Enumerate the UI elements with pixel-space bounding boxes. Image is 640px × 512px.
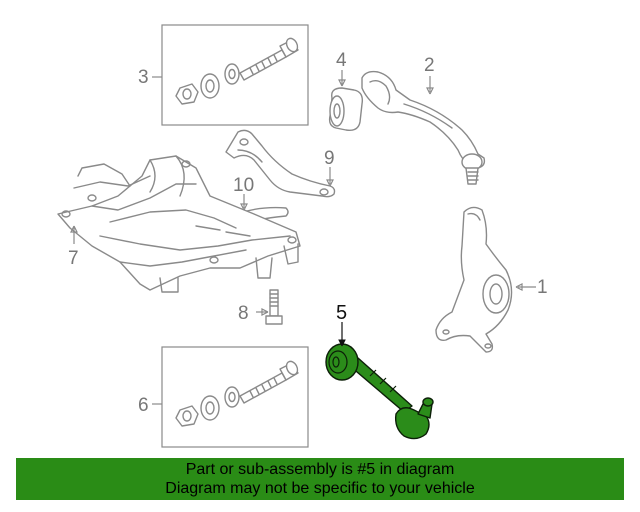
- bolt-upper: [239, 37, 299, 81]
- suspension-parts-diagram: 1 2 3 4 5 6 7 8 9 10: [57, 24, 548, 448]
- washer-c: [224, 386, 240, 408]
- highlighted-control-rod: [325, 343, 434, 440]
- callout-1: 1: [537, 277, 548, 298]
- bushing: [328, 87, 364, 132]
- bolt-lower: [239, 360, 299, 404]
- washer-d: [200, 395, 220, 421]
- subframe: [57, 155, 301, 293]
- banner-line-2: Diagram may not be specific to your vehi…: [165, 480, 475, 497]
- callout-5: 5: [336, 302, 347, 324]
- callout-10: 10: [233, 175, 254, 196]
- callout-labels: 1 2 3 4 5 6 7 8 9 10: [68, 50, 548, 416]
- banner-line-1: Part or sub-assembly is #5 in diagram: [185, 461, 455, 478]
- washer-b: [200, 73, 220, 99]
- hardware-kit-lower: [161, 346, 309, 448]
- nut-upper: [175, 83, 199, 105]
- callout-3: 3: [138, 67, 149, 88]
- callout-4: 4: [336, 50, 347, 71]
- bracket: [225, 129, 336, 198]
- callout-6: 6: [138, 395, 149, 416]
- nut-lower: [175, 405, 199, 427]
- leader-lines: [70, 70, 536, 405]
- control-arm: [361, 70, 486, 185]
- subframe-bolt: [265, 289, 283, 325]
- callout-7: 7: [68, 248, 79, 269]
- hardware-kit-upper: [161, 24, 309, 126]
- callout-8: 8: [238, 303, 249, 324]
- callout-9: 9: [324, 148, 335, 169]
- washer-a: [224, 63, 240, 85]
- callout-2: 2: [424, 55, 435, 76]
- part-info-banner: Part or sub-assembly is #5 in diagram Di…: [16, 458, 624, 500]
- steering-knuckle: [435, 206, 513, 353]
